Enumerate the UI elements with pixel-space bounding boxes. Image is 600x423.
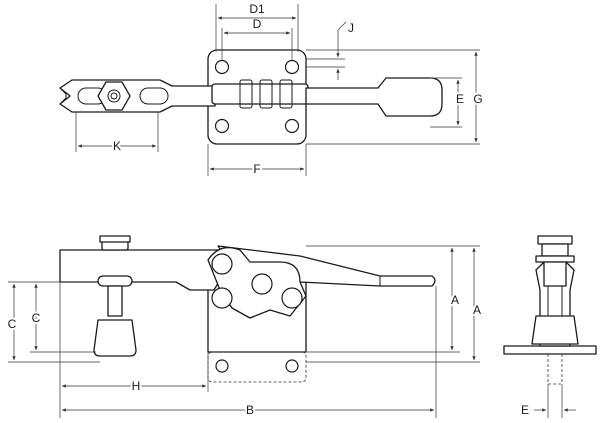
side-rubber-pad (93, 319, 137, 357)
side-pivot-2 (251, 273, 273, 295)
top-hole-2 (284, 59, 300, 75)
top-arm-fork (59, 87, 67, 105)
top-handle (305, 77, 443, 117)
top-pivot-block-1 (239, 79, 253, 109)
label-j: J (348, 21, 354, 35)
label-e-side: E (521, 403, 529, 417)
label-d1: D1 (249, 2, 265, 16)
side-bottom-nut (97, 275, 133, 287)
side-spindle (107, 285, 123, 317)
end-pad (531, 315, 579, 345)
end-top-washer (537, 235, 573, 245)
top-hole-4 (284, 118, 300, 134)
label-c-outer: C (8, 317, 17, 331)
dimension-labels: D1 D J E G K F A A C C H B E (6, 2, 529, 419)
side-hole-1 (215, 359, 229, 373)
label-k: K (113, 139, 121, 153)
label-g: G (473, 92, 482, 106)
top-arm (59, 79, 216, 113)
side-top-washer (99, 235, 131, 243)
side-view (59, 235, 436, 383)
top-arm-slot-2 (139, 87, 169, 105)
top-hex-nut (97, 81, 131, 111)
end-view (503, 235, 597, 418)
top-spindle-core (110, 92, 118, 100)
side-arm (59, 249, 227, 291)
side-pivot-1 (211, 253, 233, 275)
end-top-collar (535, 255, 575, 263)
top-pivot-block-2 (259, 79, 273, 109)
end-arm (543, 261, 567, 287)
label-d: D (253, 17, 262, 31)
top-base-holes (214, 59, 300, 134)
side-pivot-4 (281, 287, 303, 309)
label-h: H (132, 379, 141, 393)
label-b: B (246, 403, 254, 417)
side-view-dimensions (8, 245, 480, 418)
top-view-dimensions (75, 4, 480, 176)
label-a-inner: A (451, 293, 459, 307)
side-pivot-3 (211, 287, 233, 309)
end-base-flange (503, 345, 597, 355)
side-hole-2 (285, 359, 299, 373)
top-pivot-block-3 (279, 79, 293, 109)
label-a-outer: A (473, 303, 481, 317)
top-hole-3 (214, 118, 230, 134)
label-f: F (253, 162, 260, 176)
label-e-top: E (456, 92, 464, 106)
label-c-inner: C (32, 311, 41, 325)
top-hole-1 (214, 59, 230, 75)
end-top-nut (541, 243, 569, 257)
top-spindle (107, 89, 121, 103)
top-view (59, 49, 443, 145)
